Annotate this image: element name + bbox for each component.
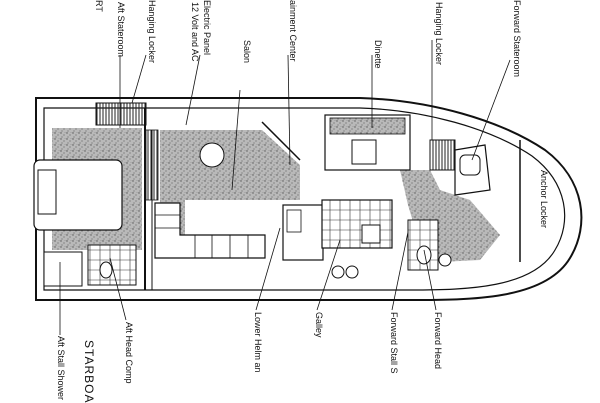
- forward-hanging-locker: [429, 139, 456, 171]
- label-hanging-locker-aft: Hanging Locker: [147, 0, 157, 64]
- label-starboard-partial: STARBOA: [82, 340, 96, 403]
- galley-counter: [321, 199, 393, 249]
- aft-hanging-locker: [95, 102, 147, 126]
- aft-toilet: [99, 261, 113, 279]
- salon-floor: [160, 130, 300, 240]
- label-forward-head: Forward Head: [433, 312, 443, 370]
- forward-chair: [459, 154, 481, 176]
- dinette-table: [351, 139, 377, 165]
- galley-stove-burner: [331, 265, 345, 279]
- forward-sink: [438, 253, 452, 267]
- leader-lines-top: [119, 40, 511, 191]
- salon-chair: [199, 142, 225, 168]
- electric-panel: [145, 129, 159, 201]
- label-electric-panel: Electric Panel: [202, 0, 212, 56]
- entertainment-center: [261, 121, 301, 161]
- salon-sofa-cushions: [155, 214, 249, 258]
- galley-sink: [361, 224, 381, 244]
- galley-stove-burner-2: [345, 265, 359, 279]
- salon-sofa: [154, 202, 266, 259]
- label-forward-stateroom: Forward Stateroom: [512, 0, 522, 78]
- label-galley: Galley: [314, 312, 324, 338]
- label-entertainment-center: ainment Center: [288, 0, 298, 62]
- aft-bed-pillow: [37, 169, 57, 215]
- label-forward-stall-shower: Forward Stall S: [389, 312, 399, 374]
- label-volt-ac: 12 Volt and AC: [190, 2, 200, 62]
- helm-seat: [286, 209, 302, 233]
- label-anchor-locker: Anchor Locker: [539, 170, 549, 229]
- hull-inner-outline: [43, 107, 566, 291]
- label-aft-port-partial: RT: [94, 0, 104, 12]
- label-dinette: Dinette: [373, 40, 383, 69]
- dinette-seat: [329, 117, 406, 135]
- forward-toilet: [416, 245, 432, 265]
- leader-lines-bottom: [59, 227, 437, 335]
- label-aft-stateroom: Aft Stateroom: [116, 2, 126, 58]
- label-hanging-locker-fwd: Hanging Locker: [434, 2, 444, 66]
- label-aft-stall-shower: Aft Stall Shower: [56, 336, 66, 401]
- aft-shower: [43, 251, 83, 287]
- label-aft-head-compartment: Aft Head Comp: [124, 322, 134, 384]
- label-salon: Salon: [242, 40, 252, 64]
- label-lower-helm: Lower Helm an: [253, 312, 263, 373]
